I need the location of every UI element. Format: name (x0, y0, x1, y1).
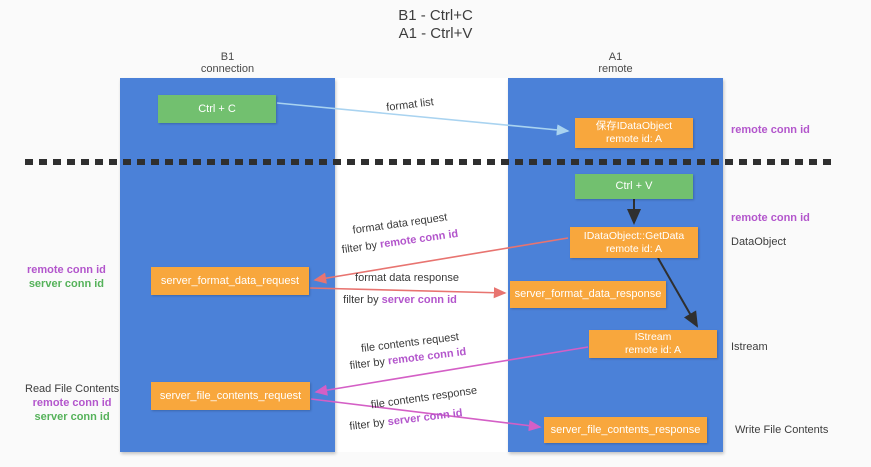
left-remote-conn-id-2: remote conn id (32, 397, 112, 409)
server-format-data-request-box: server_format_data_request (151, 267, 309, 295)
save-idataobject-line1: 保存IDataObject (595, 120, 673, 132)
istream-line2: remote id: A (624, 344, 682, 356)
save-idataobject-box: 保存IDataObject remote id: A (575, 118, 693, 148)
filter-by-prefix: filter by (343, 294, 382, 306)
right-dataobject-label: DataObject (731, 236, 787, 248)
page-title: B1 - Ctrl+C A1 - Ctrl+V (0, 7, 871, 43)
column-a1-subtitle: remote (598, 63, 633, 75)
column-b1-subtitle: connection (200, 63, 255, 75)
ctrl-v-label: Ctrl + V (615, 180, 653, 192)
right-istream-label: Istream (731, 341, 768, 353)
column-header-a1: A1 remote (508, 51, 723, 75)
right-remote-conn-id-top: remote conn id (731, 124, 810, 136)
left-server-conn-id-1: server conn id (28, 278, 105, 290)
right-remote-conn-id-mid: remote conn id (731, 212, 810, 224)
server-file-contents-request-box: server_file_contents_request (151, 382, 310, 410)
format-data-response-label: format data response (355, 272, 459, 284)
getdata-line1: IDataObject::GetData (583, 229, 685, 242)
ctrl-v-box: Ctrl + V (575, 174, 693, 199)
left-read-file-contents-label: Read File Contents (25, 383, 120, 395)
istream-box: IStream remote id: A (589, 330, 717, 358)
istream-line1: IStream (634, 331, 672, 343)
left-remote-conn-id-1: remote conn id (27, 264, 106, 276)
server-file-contents-response-box: server_file_contents_response (544, 417, 707, 443)
format-data-response-filter-label: filter by server conn id (343, 294, 457, 306)
left-server-conn-id-2: server conn id (34, 411, 110, 423)
title-line-1: B1 - Ctrl+C (398, 7, 473, 24)
ctrl-c-label: Ctrl + C (198, 102, 236, 115)
column-header-b1: B1 connection (120, 51, 335, 75)
server-format-data-response-box: server_format_data_response (510, 281, 666, 308)
phase-separator-dashed-line (25, 159, 837, 165)
getdata-line2: remote id: A (605, 242, 663, 255)
save-idataobject-line2: remote id: A (605, 133, 663, 145)
server-format-data-response-label: server_format_data_response (514, 288, 662, 300)
getdata-box: IDataObject::GetData remote id: A (570, 227, 698, 258)
column-b1-name: B1 (220, 51, 235, 63)
right-write-file-contents-label: Write File Contents (735, 424, 829, 436)
server-format-data-request-label: server_format_data_request (160, 274, 300, 287)
ctrl-c-box: Ctrl + C (158, 95, 276, 123)
left-conn-id-group-1: remote conn id server conn id (27, 263, 106, 291)
title-line-2: A1 - Ctrl+V (398, 25, 473, 42)
server-file-contents-request-label: server_file_contents_request (159, 389, 302, 402)
server-file-contents-response-label: server_file_contents_response (550, 423, 701, 436)
left-conn-id-group-2: Read File Contents remote conn id server… (25, 382, 119, 424)
column-a1-name: A1 (608, 51, 623, 63)
server-conn-id-text: server conn id (381, 294, 457, 306)
